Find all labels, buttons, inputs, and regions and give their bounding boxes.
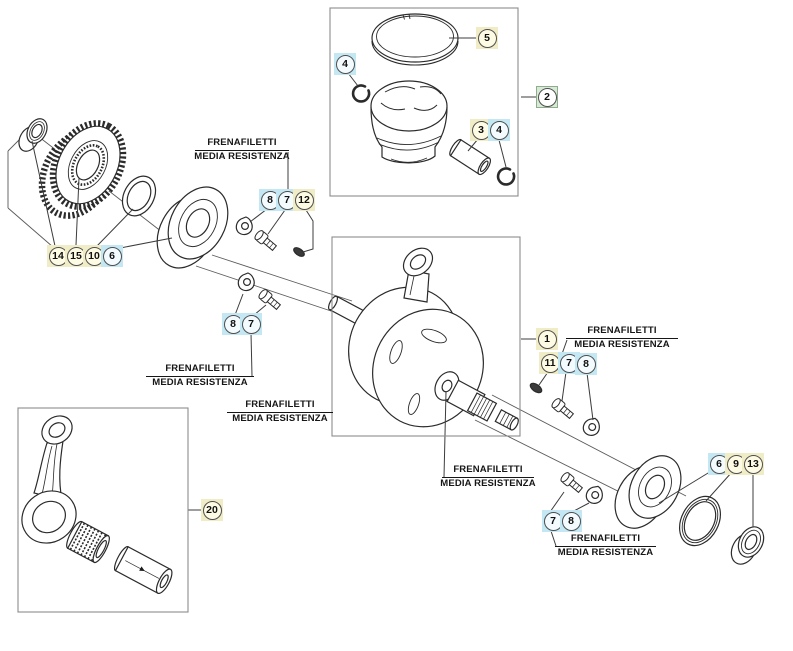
crank-nut-drawing — [730, 526, 765, 565]
connecting-rod-drawing — [21, 415, 77, 544]
callout-7[interactable]: 7 — [558, 352, 580, 374]
threadlock-note-line2: MEDIA RESISTENZA — [557, 546, 654, 558]
callout-2[interactable]: 2 — [536, 86, 558, 108]
callout-number: 8 — [576, 354, 596, 374]
crankshaft-drawing — [327, 247, 519, 431]
callout-number: 20 — [202, 500, 222, 520]
threadlock-note-line1: FRENAFILETTI — [227, 399, 333, 413]
wrist-pin-drawing — [449, 138, 492, 176]
threadlock-note-line2: MEDIA RESISTENZA — [152, 376, 248, 388]
piston-kit-box — [329, 7, 519, 197]
main-bearing-left-drawing — [156, 186, 229, 269]
callout-11[interactable]: 11 — [539, 352, 561, 374]
threadlock-note-line1: FRENAFILETTI — [442, 464, 534, 478]
callout-number: 4 — [489, 120, 509, 140]
callout-number: 6 — [102, 246, 122, 266]
callout-number: 12 — [294, 190, 314, 210]
callout-number: 6 — [709, 454, 729, 474]
callout-6[interactable]: 6 — [708, 453, 730, 475]
threadlock-note-line1: FRENAFILETTI — [195, 137, 289, 151]
threadlock-note-line2: MEDIA RESISTENZA — [232, 412, 328, 424]
callout-13[interactable]: 13 — [742, 453, 764, 475]
threadlock-note-line2: MEDIA RESISTENZA — [440, 477, 536, 489]
callout-8[interactable]: 8 — [259, 189, 281, 211]
callout-4[interactable]: 4 — [334, 53, 356, 75]
callout-number: 7 — [241, 314, 261, 334]
callout-5[interactable]: 5 — [476, 27, 498, 49]
main-bearing-right-drawing — [614, 455, 682, 529]
circlip-drawing — [351, 84, 371, 103]
woodruff-key-drawing — [529, 382, 543, 394]
seal-ring-drawing — [679, 495, 721, 547]
flange-screw-drawing — [254, 230, 584, 494]
needle-cage-drawing — [66, 520, 110, 564]
callout-number: 2 — [537, 87, 557, 107]
washer-drawing — [121, 175, 157, 217]
callout-number: 8 — [561, 511, 581, 531]
callout-number: 8 — [223, 314, 243, 334]
callout-number: 11 — [540, 353, 560, 373]
flanged-nut-drawing — [18, 118, 48, 152]
lock-plate-drawing — [235, 216, 603, 504]
crank-pin-drawing — [113, 546, 173, 595]
callout-12[interactable]: 12 — [293, 189, 315, 211]
threadlock-note-line2: MEDIA RESISTENZA — [194, 150, 290, 162]
piston-drawing — [370, 80, 448, 164]
callout-number: 5 — [477, 28, 497, 48]
callout-6[interactable]: 6 — [101, 245, 123, 267]
callout-15[interactable]: 15 — [65, 245, 87, 267]
callout-20[interactable]: 20 — [201, 499, 223, 521]
callout-number: 1 — [537, 329, 557, 349]
callout-8[interactable]: 8 — [222, 313, 244, 335]
threadlock-note-line1: FRENAFILETTI — [566, 325, 678, 339]
callout-1[interactable]: 1 — [536, 328, 558, 350]
crankshaft-box — [331, 236, 521, 437]
primary-gear-drawing — [38, 120, 127, 219]
circlip-drawing — [496, 167, 516, 186]
threadlock-note-line1: FRENAFILETTI — [146, 363, 254, 377]
callout-8[interactable]: 8 — [560, 510, 582, 532]
connecting-rod-kit-box — [17, 407, 189, 613]
callout-number: 13 — [743, 454, 763, 474]
threadlock-note-line1: FRENAFILETTI — [555, 533, 656, 547]
callout-10[interactable]: 10 — [83, 245, 105, 267]
callout-3[interactable]: 3 — [470, 119, 492, 141]
callout-number: 4 — [335, 54, 355, 74]
callout-8[interactable]: 8 — [575, 353, 597, 375]
dowel-pin-drawing — [293, 247, 305, 257]
callout-leader-lines — [31, 37, 754, 547]
threadlock-note-line2: MEDIA RESISTENZA — [574, 338, 670, 350]
callout-4[interactable]: 4 — [488, 119, 510, 141]
callout-7[interactable]: 7 — [240, 313, 262, 335]
